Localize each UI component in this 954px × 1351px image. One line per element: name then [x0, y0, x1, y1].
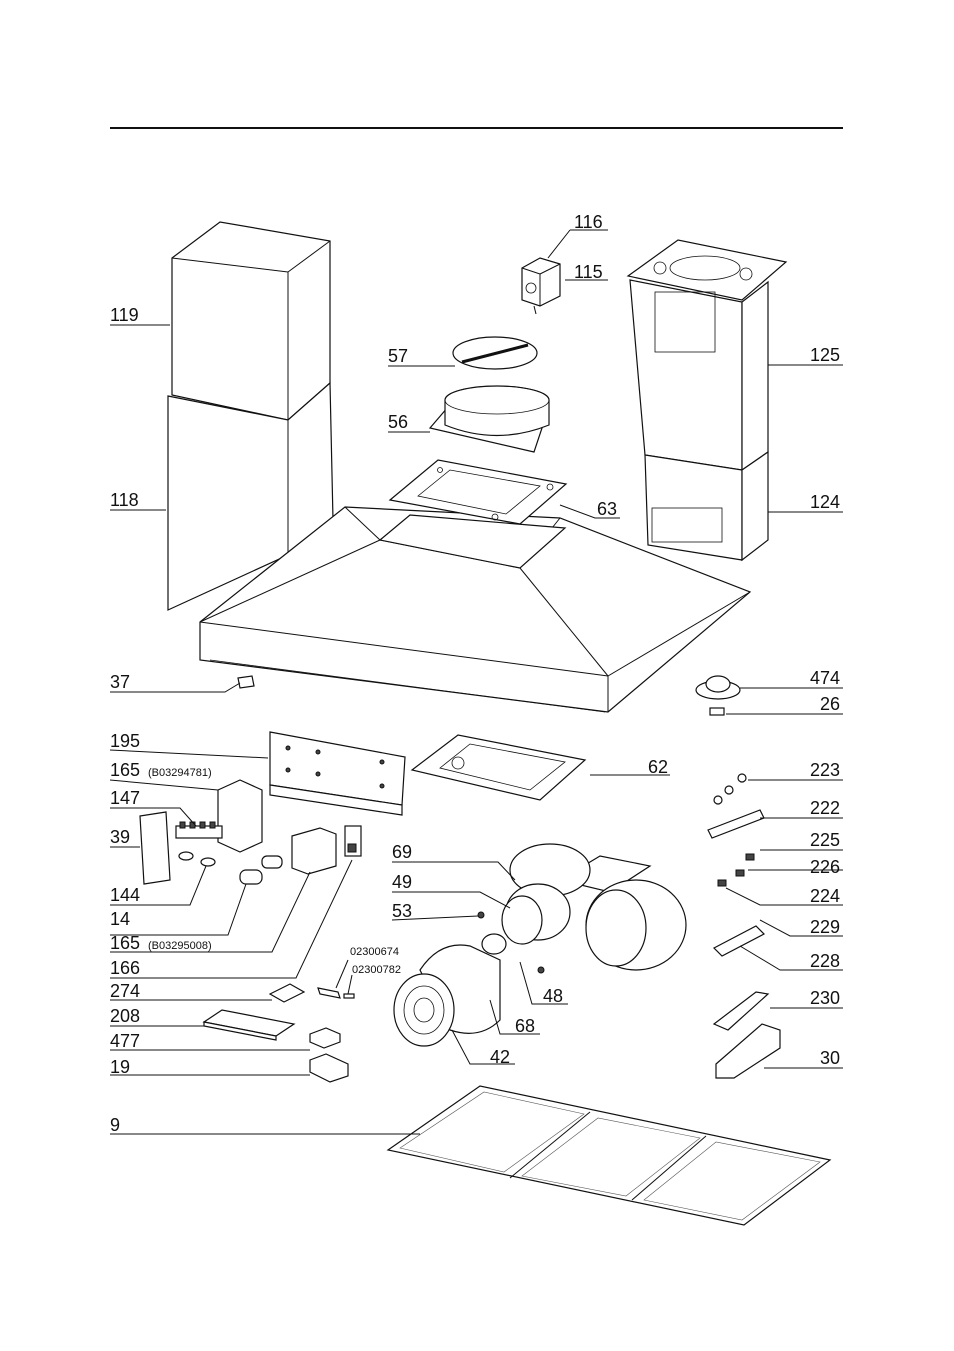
callout-56: 56 — [388, 412, 408, 432]
callout-230: 230 — [810, 988, 840, 1008]
callout-195: 195 — [110, 731, 140, 751]
callout-226: 226 — [810, 857, 840, 877]
part-53-washer — [478, 912, 484, 918]
part-208-transformer — [204, 1010, 294, 1040]
callout-224: 224 — [810, 886, 840, 906]
callout-14: 14 — [110, 909, 130, 929]
callout-115: 115 — [574, 262, 603, 282]
callout-147: 147 — [110, 788, 140, 808]
part-49-impeller — [502, 884, 570, 944]
part-274-switch — [345, 826, 361, 856]
callout-9: 9 — [110, 1115, 120, 1135]
callout-57: 57 — [388, 346, 408, 366]
part-195-control-bracket — [270, 732, 405, 815]
callout-53: 53 — [392, 901, 412, 921]
part-147-terminal-block — [176, 822, 222, 838]
callout-229: 229 — [810, 917, 840, 937]
callout-68: 68 — [515, 1016, 535, 1036]
callout-118: 118 — [110, 490, 139, 510]
sub-label-02300782: 02300782 — [352, 964, 401, 976]
callout-116: 116 — [574, 212, 603, 232]
part-9-grease-filters — [388, 1086, 830, 1225]
part-68-blower-housing-right — [586, 880, 686, 970]
part-477-block — [310, 1028, 340, 1048]
part-115-116-junction-box — [522, 258, 560, 314]
part-62-motor-plate — [412, 735, 585, 800]
part-144-clip — [179, 852, 215, 866]
part-19-block — [310, 1054, 348, 1082]
callout-48: 48 — [543, 986, 563, 1006]
callout-228: 228 — [810, 951, 840, 971]
callout-223: 223 — [810, 760, 840, 780]
callout-30: 30 — [820, 1048, 840, 1068]
part-474-lamp-holder — [696, 676, 740, 699]
part-125-upper-support-frame — [628, 240, 786, 470]
sub-label-165-b: (B03295008) — [148, 940, 212, 952]
callout-144: 144 — [110, 885, 140, 905]
callout-119: 119 — [110, 305, 139, 325]
callout-49: 49 — [392, 872, 412, 892]
callout-39: 39 — [110, 827, 130, 847]
part-30-grease-tray — [716, 1024, 780, 1078]
callout-26: 26 — [820, 694, 840, 714]
callout-222: 222 — [810, 798, 840, 818]
callout-165-b: 165 — [110, 933, 140, 953]
callout-19: 19 — [110, 1057, 130, 1077]
part-165-relay-housing — [218, 780, 262, 852]
callout-124: 124 — [810, 492, 840, 512]
sub-label-02300674: 02300674 — [350, 946, 399, 958]
callout-477: 477 — [110, 1031, 140, 1051]
part-37-clip — [238, 676, 254, 688]
callout-69: 69 — [392, 842, 412, 862]
part-222-lamp-holder-bar — [708, 810, 764, 838]
part-230-grease-tray — [714, 992, 768, 1030]
part-229-228-terminal-strip — [714, 926, 764, 956]
callout-225: 225 — [810, 830, 840, 850]
callout-474: 474 — [810, 668, 840, 688]
callout-125: 125 — [810, 345, 840, 365]
callout-274: 274 — [110, 981, 140, 1001]
part-57-check-valve-flap — [453, 337, 537, 369]
part-124-lower-support-frame — [645, 452, 768, 560]
callout-62: 62 — [648, 757, 668, 777]
part-223-bulbs — [714, 774, 746, 804]
part-119-upper-chimney — [172, 222, 330, 420]
callout-165-a: 165 — [110, 760, 140, 780]
part-56-air-spigot — [430, 386, 549, 452]
part-26-small-lamp — [710, 708, 724, 715]
part-42-inlet-grille — [394, 974, 454, 1046]
callout-166: 166 — [110, 958, 140, 978]
part-14-capacitor — [240, 856, 282, 884]
callout-208: 208 — [110, 1006, 140, 1026]
part-274-clamp — [270, 984, 304, 1002]
callout-42: 42 — [490, 1047, 510, 1067]
callout-63: 63 — [597, 499, 617, 519]
part-39-control-cover — [140, 812, 170, 884]
part-166-switch-box — [292, 828, 336, 874]
sub-label-165-a: (B03294781) — [148, 767, 212, 779]
callout-37: 37 — [110, 672, 130, 692]
